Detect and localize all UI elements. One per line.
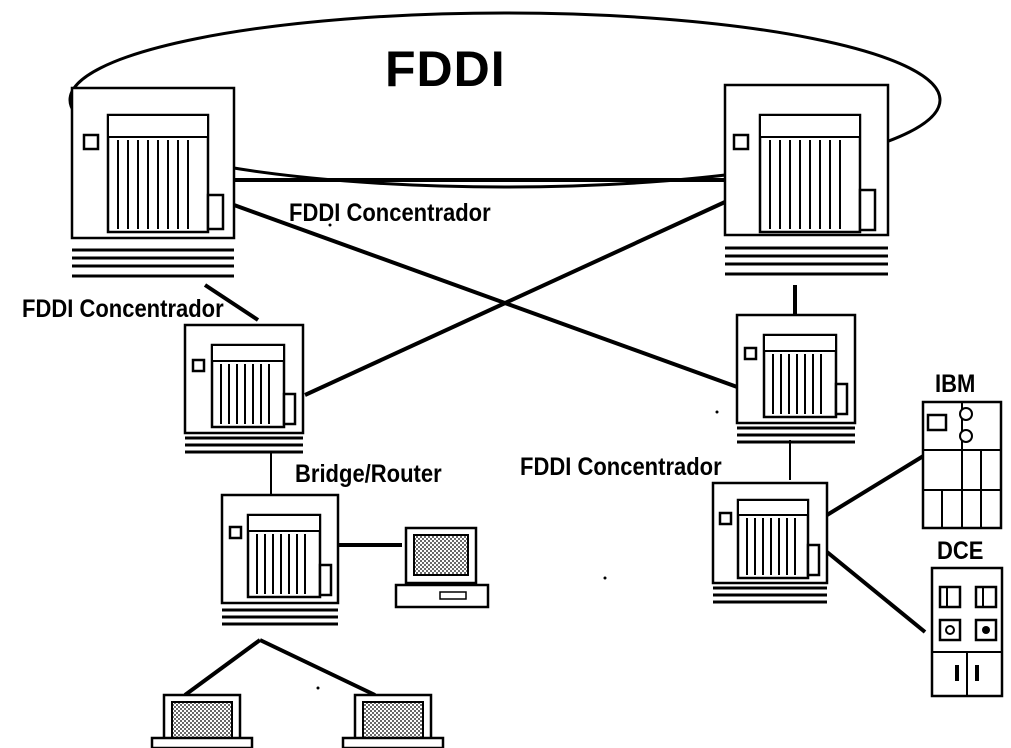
fddi-ring-label: FDDI bbox=[385, 41, 506, 97]
concentrator-top-right[interactable] bbox=[723, 83, 890, 276]
workstation-bottom-center[interactable] bbox=[341, 693, 445, 748]
workstation-right[interactable] bbox=[394, 526, 490, 609]
link-low-right-to-dce bbox=[825, 550, 927, 634]
label-ibm: IBM bbox=[935, 370, 976, 398]
concentrator-mid-left[interactable] bbox=[183, 323, 305, 454]
label-dce: DCE bbox=[937, 537, 984, 565]
link-bridge-to-workstation-bottom-center bbox=[259, 638, 376, 697]
bridge-router[interactable] bbox=[220, 493, 340, 626]
fddi-ring bbox=[68, 11, 942, 189]
network-links bbox=[183, 178, 927, 697]
ibm-host[interactable] bbox=[921, 400, 1003, 530]
link-top-left-to-mid-right bbox=[233, 203, 741, 390]
link-top-left-to-mid-left bbox=[203, 283, 260, 322]
label-concentrator-top: FDDI Concentrador bbox=[289, 199, 491, 227]
link-bridge-to-workstation-bottom-left bbox=[183, 638, 262, 697]
link-low-right-to-ibm bbox=[825, 453, 927, 517]
label-concentrator-right: FDDI Concentrador bbox=[520, 453, 722, 481]
concentrator-mid-right[interactable] bbox=[735, 313, 857, 444]
label-concentrator-left: FDDI Concentrador bbox=[22, 295, 224, 323]
concentrator-top-left[interactable] bbox=[70, 86, 236, 278]
workstation-bottom-left[interactable] bbox=[150, 693, 254, 748]
link-top-right-to-mid-left bbox=[304, 200, 726, 397]
concentrator-low-right[interactable] bbox=[711, 481, 829, 604]
label-bridge-router: Bridge/Router bbox=[295, 460, 442, 488]
dce-host[interactable] bbox=[930, 566, 1004, 698]
